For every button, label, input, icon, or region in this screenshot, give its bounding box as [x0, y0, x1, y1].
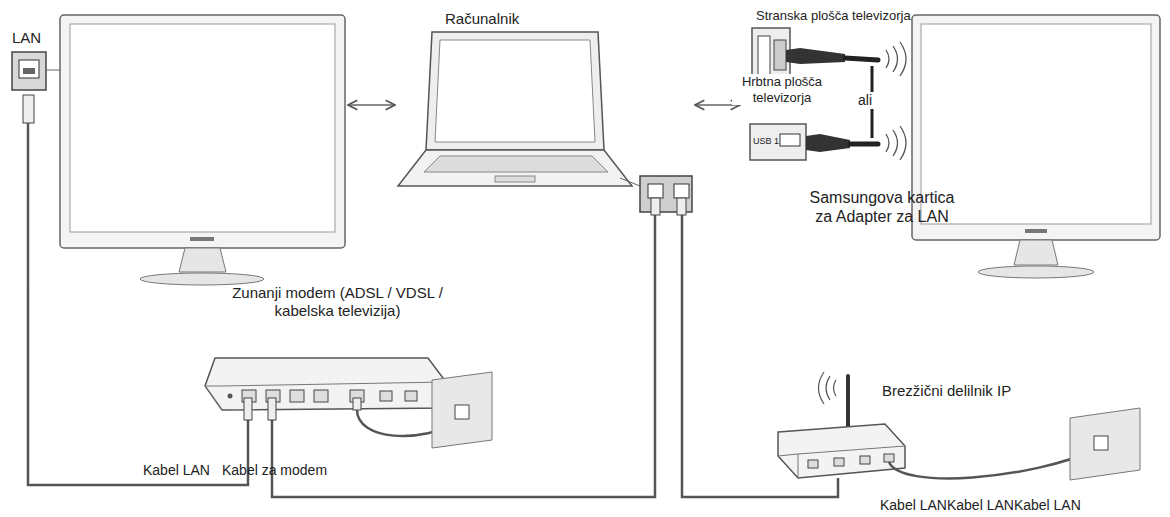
part-label: Kabel LAN — [143, 462, 210, 479]
part-label: Kabel za modem — [222, 462, 327, 479]
part-label: Kabel LAN — [1014, 497, 1081, 514]
part-label: USB 1 — [753, 136, 779, 147]
laptop — [398, 32, 692, 215]
tv-left — [12, 15, 345, 285]
device-label: Zunanji modem (ADSL / VDSL / kabelska te… — [205, 284, 470, 320]
part-label: Stranska plošča televizorja — [756, 8, 911, 24]
device-group: Računalnik — [395, 5, 695, 215]
part-label: Kabel LAN — [880, 497, 947, 514]
part-label: ali — [856, 92, 874, 109]
device-group: LAN — [8, 5, 348, 285]
tv-right — [912, 15, 1160, 278]
device-group: Samsungova kartica za Adapter za LAN — [740, 8, 1000, 262]
device-label: Samsungova kartica za Adapter za LAN — [802, 188, 962, 226]
device-label: Računalnik — [445, 10, 519, 28]
device-label: LAN — [12, 29, 41, 47]
data-arrow — [348, 104, 395, 105]
part-label: Kabel LAN — [947, 497, 1014, 514]
device-group: Zunanji modem (ADSL / VDSL / kabelska te… — [195, 282, 480, 420]
part-label: Hrbtna plošča televizorja — [732, 74, 832, 105]
cable — [272, 215, 655, 497]
device-group: Brezžični delilnik IP — [770, 370, 1060, 478]
modem — [205, 358, 492, 448]
device-label: Brezžični delilnik IP — [882, 382, 1011, 400]
wireless-router — [778, 372, 1140, 480]
